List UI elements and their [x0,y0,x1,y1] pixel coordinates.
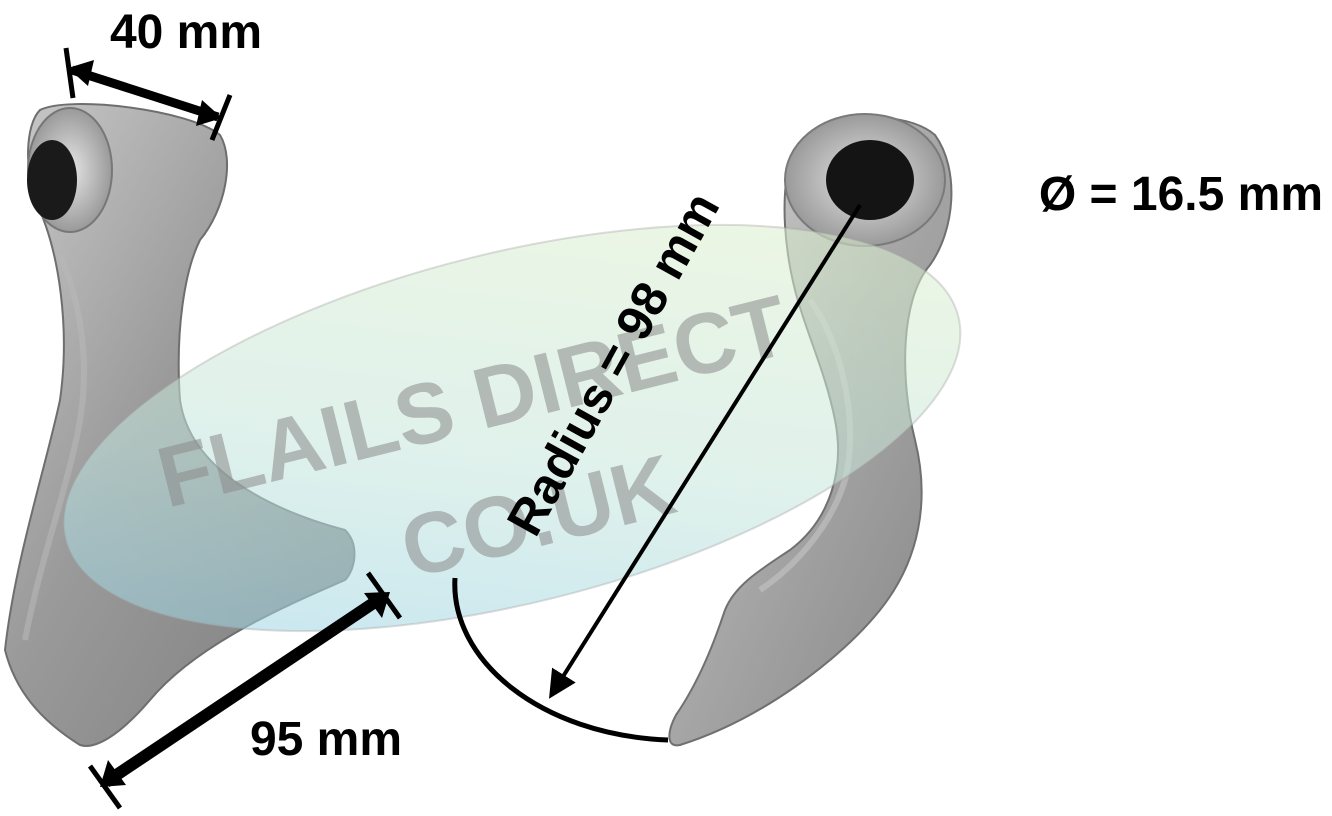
length-dimension: 95 mm [87,571,402,810]
radius-arrow [549,203,862,699]
watermark: FLAILS DIRECT CO.UK [62,223,962,633]
length-label: 95 mm [250,713,402,766]
width-dimension: 40 mm [63,6,262,141]
swing-arc [452,577,669,743]
watermark-ellipse [62,223,962,633]
bore-diameter-label: Ø = 16.5 mm [1039,168,1323,221]
left-bore-hole [27,140,77,220]
right-bore-hole [826,140,914,220]
width-label: 40 mm [110,6,262,59]
